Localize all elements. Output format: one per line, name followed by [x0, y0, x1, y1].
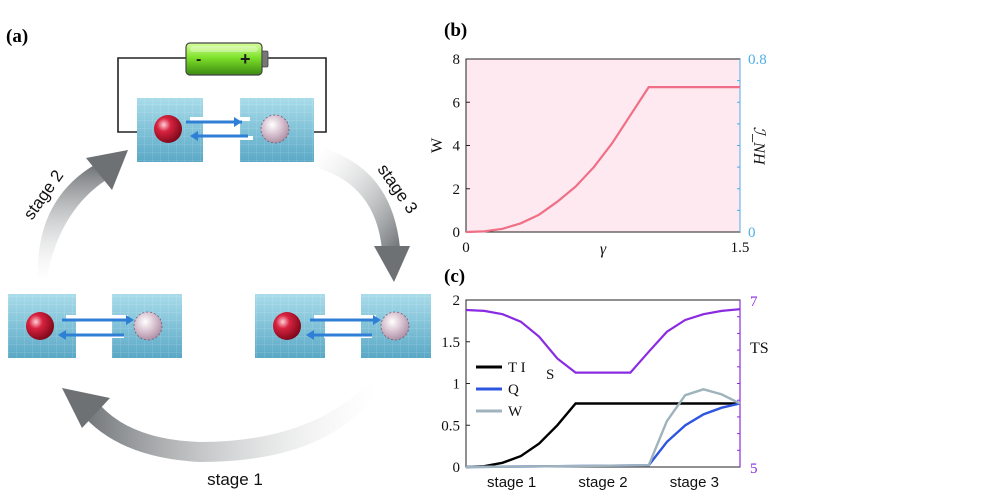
panel-b-label: (b)	[444, 20, 467, 41]
chart-c-ytick-label: 0.5	[441, 418, 460, 434]
arrow-head-icon	[62, 388, 110, 428]
chart-b-ytick-label: 2	[453, 182, 461, 198]
chart-c-ytick-label: 2	[453, 293, 461, 309]
cold-bath-ball-icon	[260, 114, 290, 144]
chart-c-ytick-label: 1.5	[441, 335, 460, 351]
panel-c-label: (c)	[444, 266, 465, 287]
cycle-arrow-stage-3	[318, 148, 410, 282]
chart-b-ytick-right-label: 0.8	[748, 52, 767, 68]
battery-minus: -	[196, 51, 201, 68]
panel-a-label: (a)	[6, 26, 28, 47]
chart-c-x-category-label: stage 3	[670, 474, 719, 491]
exchange-line	[205, 136, 253, 140]
cell-pair-top	[137, 98, 314, 162]
chart-c-ylabel-right: TS	[750, 340, 769, 357]
chart-c-x-categories: stage 1 stage 2 stage 3	[487, 474, 719, 491]
chart-c-series	[465, 308, 741, 469]
chart-c-legend: T I S QW	[476, 360, 554, 420]
cycle-arrow-stage-2	[37, 150, 128, 282]
cycle-arrow-stage-1	[62, 382, 378, 462]
hot-bath-ball-icon	[26, 312, 54, 340]
chart-b-ylabel-right: ℐ_NH	[750, 127, 767, 166]
hot-bath-ball-icon	[273, 312, 301, 340]
chart-b-fill	[466, 59, 740, 232]
chart-c-legend-subscript: S	[546, 367, 554, 383]
chart-c-series-line-tis	[465, 402, 740, 469]
cold-bath-ball-icon	[380, 311, 410, 341]
chart-b-ytick-label: 4	[453, 139, 461, 155]
chart-b-ytick-label: 8	[453, 52, 461, 68]
circuit-wire	[117, 57, 327, 133]
exchange-line	[66, 315, 128, 319]
chart-c-x-category-label: stage 2	[578, 474, 627, 491]
chart-b-xtick-label: 0	[462, 240, 470, 256]
chart-b-xtick-label: 1.5	[731, 240, 750, 256]
panel-c-chart: (c) 0 0.5 1 1.5 2 5 7 TS T I S QW stage 1 stage 2…	[441, 266, 768, 491]
chart-b-xlabel: γ	[600, 241, 607, 258]
chart-c-ytick-right-label: 5	[750, 461, 758, 477]
chart-b-ylabel: W	[429, 137, 446, 153]
chart-b-ytick-label: 6	[453, 95, 461, 111]
chart-c-ytick-right-label: 7	[750, 294, 758, 310]
exchange-line	[314, 315, 376, 319]
arrow-head-icon	[374, 246, 410, 282]
chart-c-legend-label: T I	[508, 360, 526, 376]
chart-c-ytick-label: 1	[453, 377, 461, 393]
chart-c-legend-label: W	[508, 404, 523, 420]
chart-c-ticks: 0 0.5 1 1.5 2 5 7	[441, 293, 758, 477]
cold-bath-ball-icon	[133, 311, 163, 341]
hot-bath-ball-icon	[154, 115, 182, 143]
chart-c-x-category-label: stage 1	[487, 474, 536, 491]
chart-b-ytick-right-label: 0	[748, 225, 756, 241]
cell-pair-right	[255, 294, 431, 358]
chart-c-series-line-ts	[465, 308, 741, 374]
battery-plus: +	[240, 49, 251, 69]
chart-b-series-line	[465, 86, 740, 234]
exchange-line	[190, 117, 250, 121]
chart-c-legend-label: Q	[508, 382, 519, 398]
chart-c-series-line-w	[465, 388, 741, 469]
stage-1-label: stage 1	[207, 470, 263, 489]
chart-b-ytick-label: 0	[453, 225, 461, 241]
battery-icon: - +	[185, 42, 269, 76]
chart-c-ytick-label: 0	[453, 460, 461, 476]
panel-a: (a) - +	[6, 26, 431, 489]
cell-pair-left	[8, 294, 182, 358]
arrow-head-icon	[86, 150, 128, 190]
